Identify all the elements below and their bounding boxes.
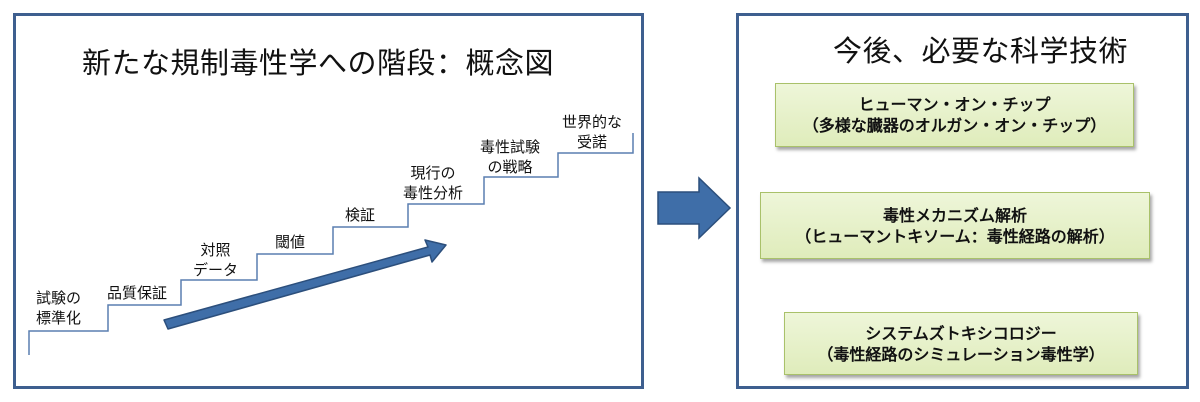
step-3-line-2: データ: [193, 261, 239, 279]
step-3-line-1: 対照: [200, 241, 231, 259]
staircase-title: 新たな規制毒性学への階段：概念図: [82, 46, 555, 80]
tech-2-subtitle: （ヒューマントキソーム：毒性経路の解析）: [795, 226, 1115, 246]
tech-item-systems-toxicology: システムズトキシコロジー （毒性経路のシミュレーション毒性学）: [784, 312, 1138, 375]
step-1-line-1: 試験の: [36, 289, 82, 307]
step-label-6: 現行の 毒性分析: [403, 163, 463, 203]
step-1-line-2: 標準化: [36, 309, 82, 327]
tech-2-title: 毒性メカニズム解析: [882, 205, 1027, 225]
staircase-line: [28, 133, 634, 355]
tech-item-mechanism-analysis: 毒性メカニズム解析 （ヒューマントキソーム：毒性経路の解析）: [760, 192, 1150, 259]
step-label-7: 毒性試験 の戦略: [480, 137, 540, 177]
technologies-panel: 今後、必要な科学技術 ヒューマン・オン・チップ （多様な臓器のオルガン・オン・チ…: [736, 13, 1189, 389]
step-label-1: 試験の 標準化: [36, 288, 81, 328]
step-4-line-1: 閾値: [275, 233, 306, 251]
step-label-2: 品質保証: [107, 283, 167, 303]
step-2-line-1: 品質保証: [107, 284, 168, 302]
step-5-line-1: 検証: [345, 206, 376, 224]
step-label-3: 対照 データ: [193, 240, 238, 280]
step-7-line-1: 毒性試験: [480, 138, 541, 156]
step-7-line-2: の戦略: [487, 158, 533, 176]
step-label-5: 検証: [345, 205, 375, 225]
tech-1-subtitle: （多様な臓器のオルガン・オン・チップ）: [802, 116, 1107, 135]
tech-1-title: ヒューマン・オン・チップ: [858, 95, 1051, 114]
step-8-line-1: 世界的な: [562, 113, 623, 131]
diagonal-up-arrow-icon: [163, 239, 447, 330]
step-6-line-1: 現行の: [410, 164, 456, 182]
step-8-line-2: 受諾: [577, 133, 608, 151]
technologies-title: 今後、必要な科学技術: [833, 34, 1129, 68]
step-6-line-2: 毒性分析: [403, 184, 464, 202]
staircase-panel: [13, 13, 644, 389]
step-label-8: 世界的な 受諾: [562, 112, 622, 152]
tech-3-subtitle: （毒性経路のシミュレーション毒性学）: [817, 344, 1105, 364]
step-label-4: 閾値: [275, 232, 305, 252]
tech-3-title: システムズトキシコロジー: [865, 323, 1057, 343]
right-block-arrow-icon: [657, 176, 732, 240]
tech-item-human-on-chip: ヒューマン・オン・チップ （多様な臓器のオルガン・オン・チップ）: [775, 83, 1134, 147]
